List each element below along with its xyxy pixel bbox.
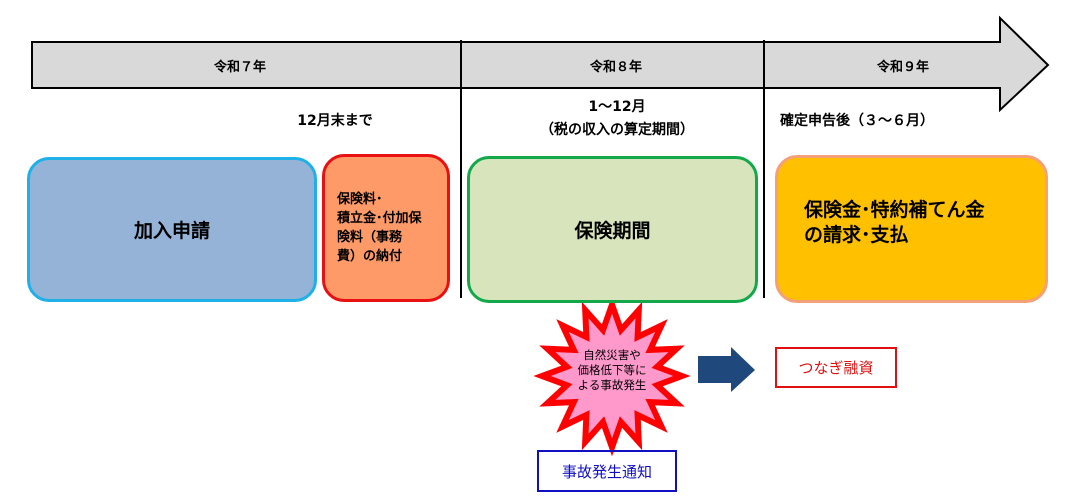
starburst-shape [533,295,691,457]
apply-label: 加入申請 [133,220,210,242]
payment-box: 保険料･ 積立金･付加保 険料（事務 費）の納付 [322,154,450,302]
claim-line: の請求･支払 [804,224,909,246]
accident-notice-box: 事故発生通知 [537,450,677,492]
bridge-loan-box: つなぎ融資 [775,347,897,388]
deadline-label: 12月末まで [297,113,373,129]
coverage-box: 保険期間 [467,156,758,303]
right-arrow-icon [698,347,755,392]
timeline-arrow-shape [31,15,1050,113]
claim-box: 保険金･特約補てん金 の請求･支払 [775,155,1048,303]
divider-year8 [460,40,462,298]
tax-period-label: （税の収入の算定期間） [540,122,694,138]
incident-line: 価格低下等に [577,363,647,377]
coverage-label: 保険期間 [574,220,651,242]
bridge-loan-label: つなぎ融資 [798,359,874,377]
claim-line: 保険金･特約補てん金 [804,199,985,221]
year-label-r7: 令和７年 [213,60,266,75]
after-filing-label: 確定申告後（３～６月） [780,113,934,129]
payment-line: 積立金･付加保 [337,211,422,226]
payment-line: 保険料･ [337,192,383,207]
months-label: 1～12月 [588,99,646,115]
payment-line: 険料（事務 [337,230,403,245]
year-label-r8: 令和８年 [589,60,642,75]
accident-notice-label: 事故発生通知 [561,462,652,481]
year-label-r9: 令和９年 [876,60,929,75]
payment-line: 費）の納付 [337,249,403,264]
incident-line: よる事故発生 [577,378,647,392]
divider-year9 [763,40,765,298]
incident-text: 自然災害や 価格低下等に よる事故発生 [562,348,662,393]
apply-box: 加入申請 [27,157,317,302]
incident-line: 自然災害や [583,348,641,362]
